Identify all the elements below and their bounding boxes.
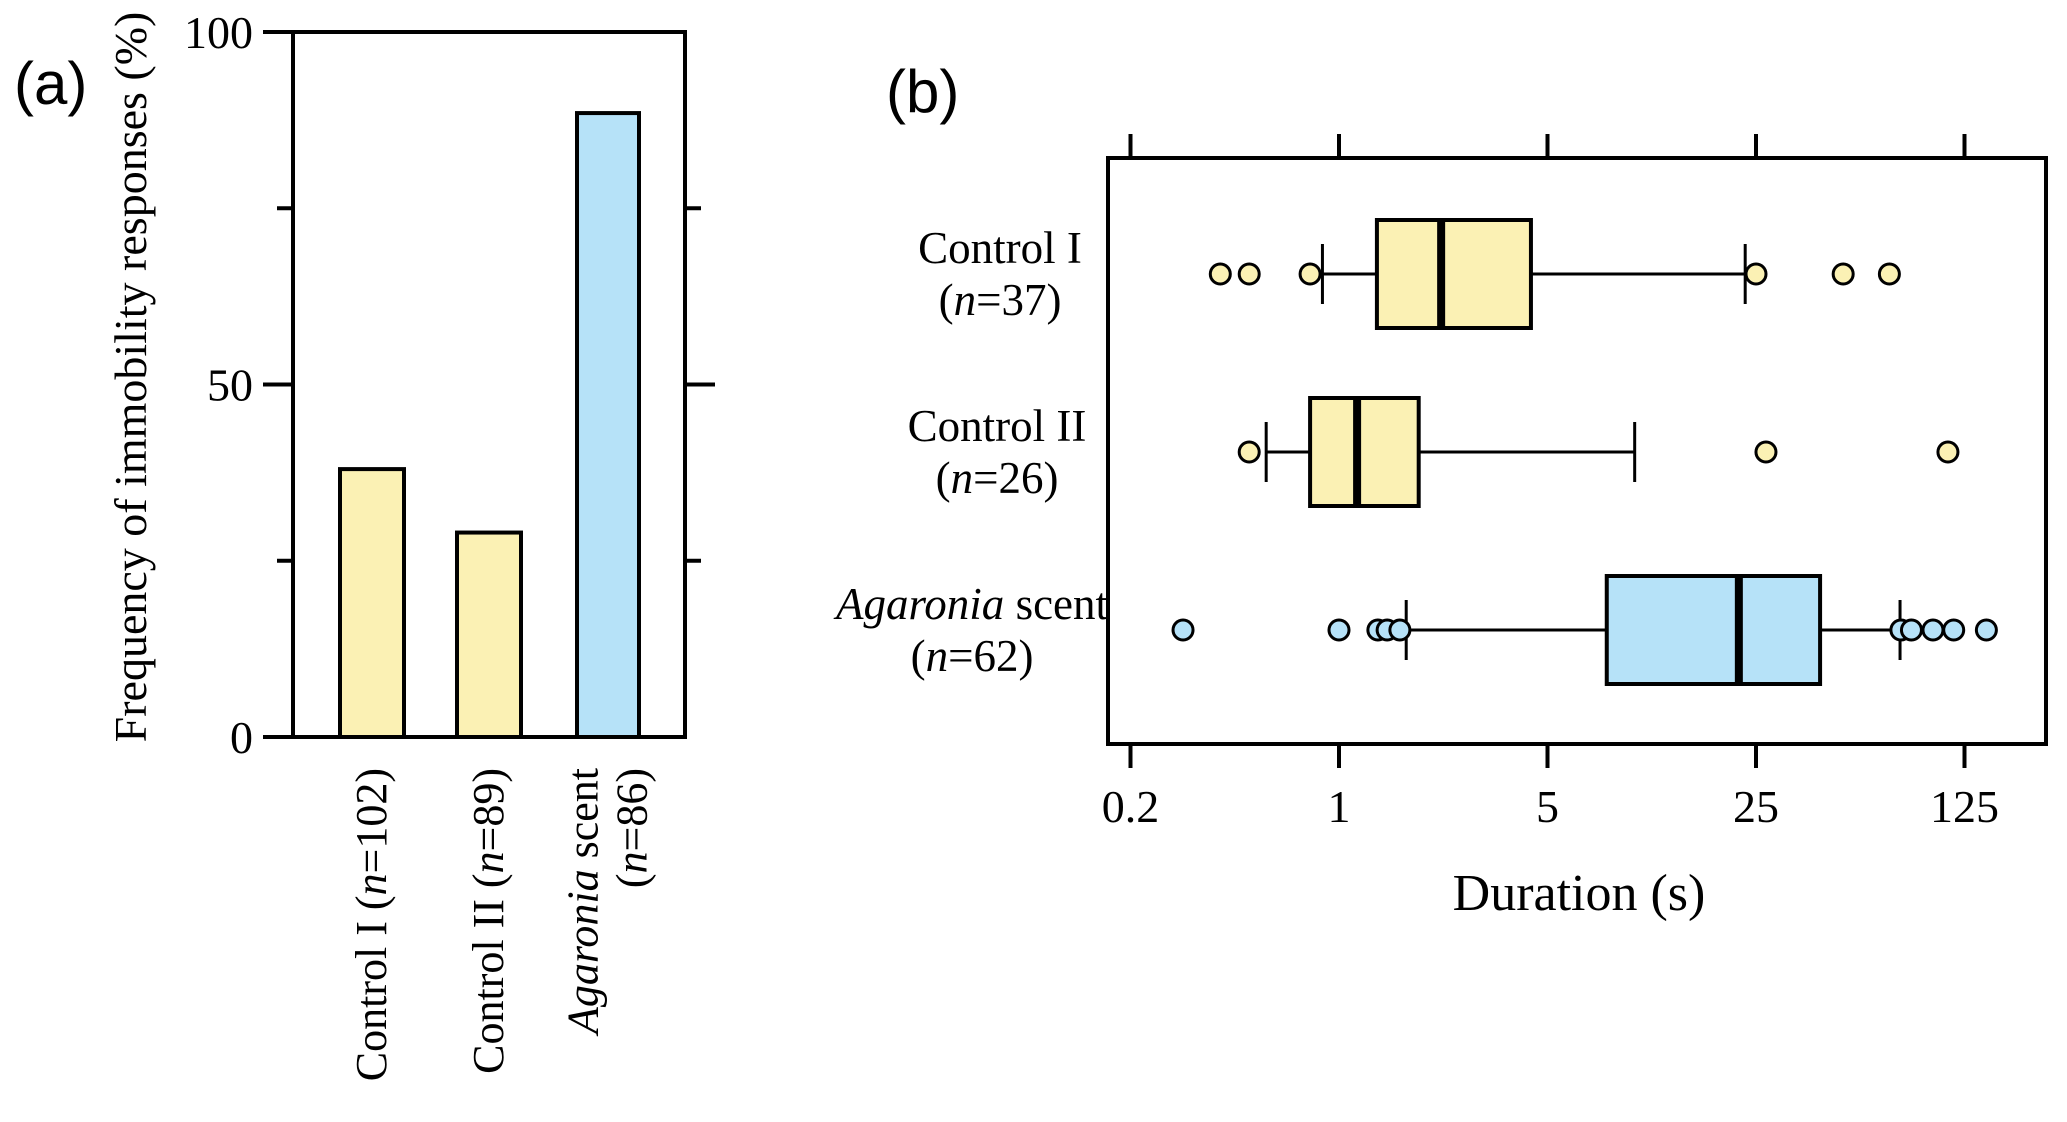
y-axis-tick-label: 50 [207, 359, 253, 410]
x-axis-tick-label: 125 [1930, 781, 1999, 832]
row-label: Control I [918, 223, 1082, 273]
outlier-point [1936, 440, 1960, 464]
bar-category-label: Control II (n=89) [464, 768, 513, 1074]
outlier-point [1237, 440, 1261, 464]
outlier-point [1388, 618, 1412, 642]
outlier-point [1831, 262, 1855, 286]
outlier-point [1942, 618, 1966, 642]
boxplot-row-2 [1237, 396, 1960, 508]
outlier-point [1237, 262, 1261, 286]
row-label: (n=26) [936, 453, 1059, 503]
row-label: Control II [908, 401, 1087, 451]
row-label: (n=37) [939, 275, 1062, 325]
box-iqr [1374, 218, 1533, 330]
x-axis-tick-label: 1 [1328, 781, 1351, 832]
panel-b-tag: (b) [886, 58, 959, 125]
outlier-point [1744, 262, 1768, 286]
box-iqr [1308, 396, 1421, 508]
outlier-point [1208, 262, 1232, 286]
x-axis-tick-label: 0.2 [1102, 781, 1160, 832]
bar-category-2 [455, 530, 523, 739]
boxplot-row-1 [1208, 218, 1901, 330]
bar-category-label: Agaronia scent [559, 768, 608, 1037]
panel-a-y-axis-title: Frequency of immobility responses (%) [105, 12, 156, 743]
x-axis-tick-label: 5 [1536, 781, 1559, 832]
outlier-point [1921, 618, 1945, 642]
box-iqr [1604, 574, 1823, 686]
y-axis-tick-label: 0 [230, 712, 253, 763]
panel-b-x-axis-title: Duration (s) [1453, 865, 1706, 922]
outlier-point [1899, 618, 1923, 642]
outlier-point [1754, 440, 1778, 464]
row-label: Agaronia scent [833, 579, 1109, 629]
bar-category-1 [338, 467, 406, 739]
outlier-point [1171, 618, 1195, 642]
outlier-point [1974, 618, 1998, 642]
panel-a-tag: (a) [14, 50, 87, 117]
row-label: (n=62) [911, 631, 1034, 681]
outlier-point [1327, 618, 1351, 642]
y-axis-tick-label: 100 [184, 7, 253, 58]
bar-category-label: Control I (n=102) [347, 768, 396, 1081]
boxplot-row-3 [1171, 574, 1998, 686]
bar-category-label: (n=86) [608, 768, 657, 888]
outlier-point [1877, 262, 1901, 286]
panel-b-frame [1106, 156, 2048, 746]
x-axis-tick-label: 25 [1733, 781, 1779, 832]
outlier-point [1298, 262, 1322, 286]
bar-category-3 [575, 111, 641, 739]
